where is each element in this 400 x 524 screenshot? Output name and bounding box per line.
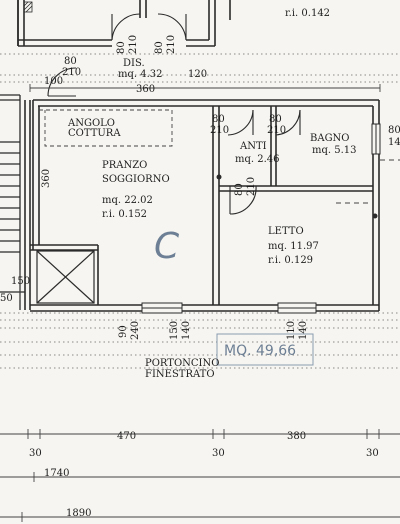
svg-text:210: 210	[166, 35, 177, 54]
svg-text:80: 80	[64, 56, 77, 67]
room-dis-area: mq. 4.32	[118, 69, 163, 80]
handwritten-letter: C	[154, 226, 180, 267]
area-stamp-box	[216, 333, 314, 366]
shaft-box	[36, 250, 95, 304]
room-dis-name: DIS.	[123, 58, 145, 69]
dim-150: 150	[11, 276, 30, 287]
svg-text:80: 80	[269, 114, 282, 125]
svg-text:210: 210	[210, 125, 229, 136]
dim-30-b: 30	[212, 448, 225, 459]
room-ri-top-right: r.i. 0.142	[285, 8, 330, 19]
room-bagno-area: mq. 5.13	[312, 145, 357, 156]
window2-height: 140	[181, 321, 192, 340]
kitchen-corner-outline	[39, 109, 173, 147]
svg-text:210: 210	[62, 67, 81, 78]
door-swings	[47, 13, 301, 215]
dim-1740: 1740	[44, 468, 69, 479]
room-letto-ri: r.i. 0.129	[268, 255, 313, 266]
dim-120: 120	[188, 69, 207, 80]
door-labels: 80 210 80 210 80 210 80 210 80 210 80 21…	[62, 35, 400, 196]
living-area: mq. 22.02	[102, 195, 153, 206]
window1-height: 240	[130, 321, 141, 340]
hatched-square	[23, 1, 33, 13]
finestrato-label: FINESTRATO	[145, 369, 215, 380]
living-label-1: PRANZO	[102, 160, 147, 171]
dim-1890: 1890	[66, 508, 91, 519]
dim-360-top: 360	[136, 84, 155, 95]
portoncino-label: PORTONCINO	[145, 358, 219, 369]
dim-360-left: 360	[41, 169, 52, 188]
svg-text:80: 80	[154, 41, 165, 54]
dim-50: 50	[0, 293, 13, 304]
svg-text:80: 80	[116, 41, 127, 54]
svg-text:210: 210	[246, 177, 257, 196]
svg-text:210: 210	[267, 125, 286, 136]
dimension-lines	[0, 84, 400, 522]
svg-text:210: 210	[128, 35, 139, 54]
area-stamp-text: MQ. 49,66	[224, 343, 296, 359]
room-letto-name: LETTO	[268, 226, 304, 237]
walls	[17, 0, 380, 312]
svg-text:80: 80	[388, 125, 400, 136]
windows	[141, 123, 381, 314]
window3-width: 110	[286, 321, 297, 340]
svg-text:80: 80	[234, 183, 245, 196]
dim-30-c: 30	[366, 448, 379, 459]
living-label-2: SOGGIORNO	[102, 174, 170, 185]
dim-100: 100	[44, 76, 63, 87]
door-knobs	[216, 174, 378, 219]
dim-470: 470	[117, 431, 136, 442]
window1-width: 90	[118, 325, 129, 338]
window3-height: 140	[298, 321, 309, 340]
svg-text:80: 80	[212, 114, 225, 125]
room-anti-area: mq. 2.46	[235, 154, 280, 165]
site-boundary-lines	[0, 53, 400, 369]
dim-30-a: 30	[29, 448, 42, 459]
living-ri: r.i. 0.152	[102, 209, 147, 220]
dim-380: 380	[287, 431, 306, 442]
svg-text:140: 140	[388, 137, 400, 148]
room-letto-area: mq. 11.97	[268, 241, 319, 252]
room-anti-name: ANTI	[239, 141, 267, 152]
room-bagno-name: BAGNO	[310, 133, 350, 144]
kitchen-label-2: COTTURA	[68, 128, 121, 139]
kitchen-label-1: ANGOLO	[67, 118, 115, 129]
window2-width: 150	[169, 321, 180, 340]
